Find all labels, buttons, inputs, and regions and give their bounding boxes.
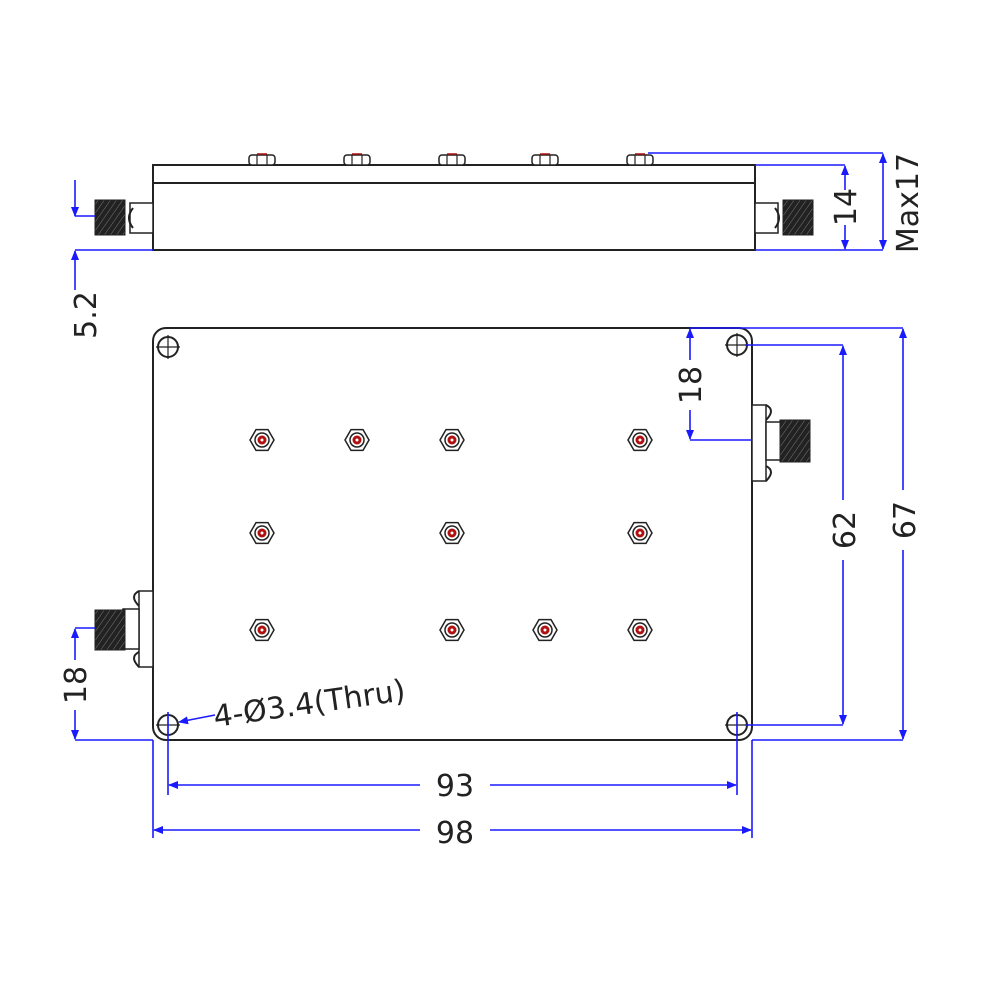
dimension-14: 14 [755, 164, 864, 251]
top-view: 18 62 67 18 [59, 327, 923, 851]
dimension-62: 62 [745, 344, 863, 726]
left-sma-connector-top [94, 590, 154, 668]
dimension-max17: Max17 [648, 152, 926, 253]
tuning-screw-side [531, 153, 559, 166]
dimension-label: 18 [59, 666, 94, 704]
dimension-label: 14 [829, 188, 864, 226]
dimension-label: 67 [888, 501, 923, 539]
tuning-screw [627, 618, 653, 642]
tuning-screw [249, 428, 275, 452]
right-sma-connector-top [751, 404, 811, 482]
left-sma-connector-side [94, 199, 154, 236]
hole-note: 4-Ø3.4(Thru) [178, 673, 408, 735]
dimension-label: 18 [674, 366, 709, 404]
side-view: 5.2 14 Max17 [69, 152, 926, 339]
dimension-label: 98 [436, 816, 474, 851]
top-body [152, 327, 753, 741]
tuning-screw [439, 521, 465, 545]
tuning-screw-side [248, 153, 276, 166]
tuning-screw [439, 618, 465, 642]
tuning-screw-side [438, 153, 466, 166]
tuning-screw [249, 521, 275, 545]
dimension-5-2: 5.2 [69, 180, 153, 339]
hole-note-label: 4-Ø3.4(Thru) [211, 673, 407, 735]
tuning-screw [439, 428, 465, 452]
tuning-screw [249, 618, 275, 642]
dimension-18-left: 18 [59, 627, 153, 741]
tuning-screw [532, 618, 558, 642]
tuning-screw [627, 521, 653, 545]
tuning-screw-side [626, 153, 654, 166]
mounting-hole [156, 335, 180, 359]
right-sma-connector-side [754, 199, 814, 236]
dimension-label: Max17 [891, 153, 926, 253]
tuning-screw [344, 428, 370, 452]
dimension-18-right: 18 [674, 327, 752, 441]
dimension-label: 62 [828, 511, 863, 549]
tuning-screw-side [343, 153, 371, 166]
side-screws [248, 153, 654, 166]
tuning-screw [627, 428, 653, 452]
dimension-67: 67 [740, 327, 923, 741]
tuning-screws [249, 428, 653, 642]
dimension-93: 93 [167, 712, 738, 804]
dimension-label: 93 [436, 769, 474, 804]
side-body [152, 164, 756, 251]
dimension-98: 98 [152, 740, 753, 851]
dimension-label: 5.2 [69, 291, 104, 339]
